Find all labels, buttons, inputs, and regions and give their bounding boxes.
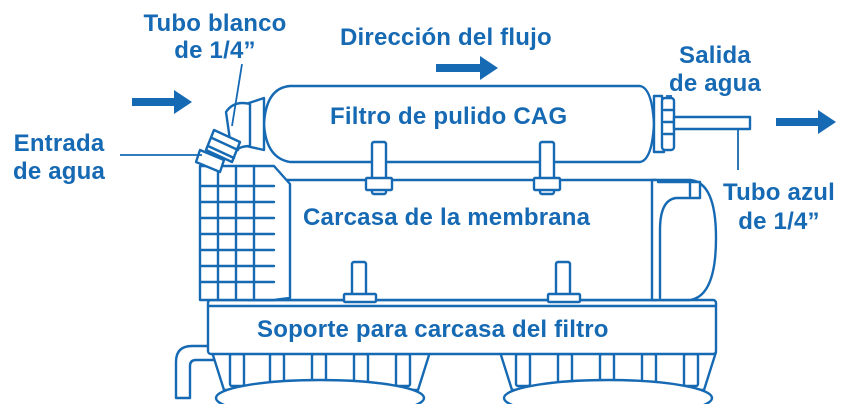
flow-arrow-direction — [436, 56, 498, 80]
label-blue-tube-line2: de 1/4” — [738, 208, 820, 235]
label-water-inlet-line2: de agua — [12, 158, 106, 185]
label-blue-tube-line1: Tubo azul — [722, 179, 836, 206]
flow-arrow-inlet — [132, 90, 192, 114]
inlet-elbow-fitting — [194, 101, 252, 174]
leader-white-tube — [231, 63, 243, 127]
leader-lines — [120, 63, 739, 170]
label-flow-direction: Dirección del flujo — [340, 24, 552, 51]
label-polishing-filter: Filtro de pulido CAG — [330, 103, 568, 130]
label-water-outlet-line1: Salida — [679, 42, 751, 69]
label-filter-bracket: Soporte para carcasa del filtro — [257, 316, 609, 343]
right-canister — [498, 350, 718, 404]
left-canister — [210, 350, 432, 404]
flow-arrow-outlet — [776, 110, 836, 134]
membrane-housing — [198, 164, 718, 302]
label-white-tube-line1: Tubo blanco — [143, 10, 287, 37]
label-blue-tube: Tubo azul de 1/4” — [723, 178, 835, 236]
label-white-tube: Tubo blanco de 1/4” — [143, 10, 286, 64]
label-membrane-housing: Carcasa de la membrana — [303, 204, 591, 231]
upper-clips — [364, 140, 562, 196]
label-water-inlet: Entrada de agua — [13, 130, 105, 186]
label-white-tube-line2: de 1/4” — [174, 37, 256, 64]
lower-clips — [342, 260, 582, 304]
label-water-outlet: Salida de agua — [669, 42, 761, 98]
label-water-outlet-line2: de agua — [668, 70, 762, 97]
label-water-inlet-line1: Entrada — [13, 130, 105, 157]
